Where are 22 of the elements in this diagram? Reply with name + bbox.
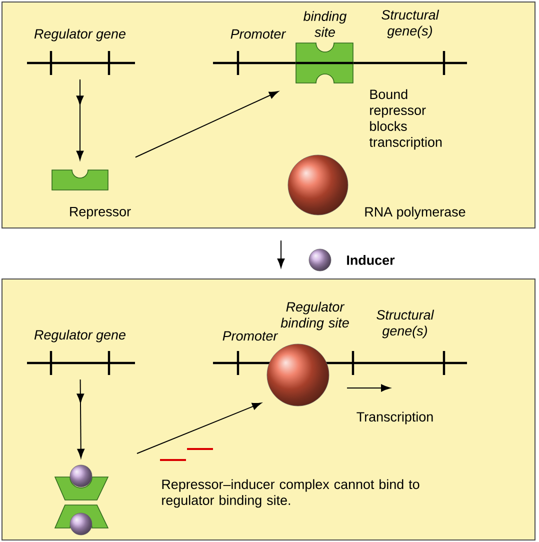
gene-label: Regulator gene xyxy=(34,330,126,342)
label: Promoter xyxy=(222,331,278,341)
arrow xyxy=(277,240,285,268)
repressor-inducer-complex xyxy=(54,464,108,536)
arrow xyxy=(76,378,85,458)
node-label: Repressor xyxy=(70,206,131,220)
rna-polymerase-ball xyxy=(266,344,330,406)
gene-label: Regulator gene xyxy=(34,28,126,42)
label: Transcription xyxy=(356,412,433,424)
node-label: RNA polymerase xyxy=(365,206,466,220)
arrow xyxy=(76,78,84,160)
label: Promoter xyxy=(230,29,286,39)
label: Repressor–inducer complex cannot bind to regulator binding site. xyxy=(162,479,420,508)
label: Structural gene(s) xyxy=(376,310,434,338)
arrow xyxy=(136,402,262,454)
label: Bound repressor blocks transcription xyxy=(369,89,442,150)
arrow xyxy=(134,91,279,158)
label: Structural gene(s) xyxy=(382,10,440,38)
panel xyxy=(2,2,536,228)
repressor-shape xyxy=(52,170,108,190)
panel xyxy=(2,278,536,540)
rna-polymerase-ball xyxy=(288,154,348,216)
